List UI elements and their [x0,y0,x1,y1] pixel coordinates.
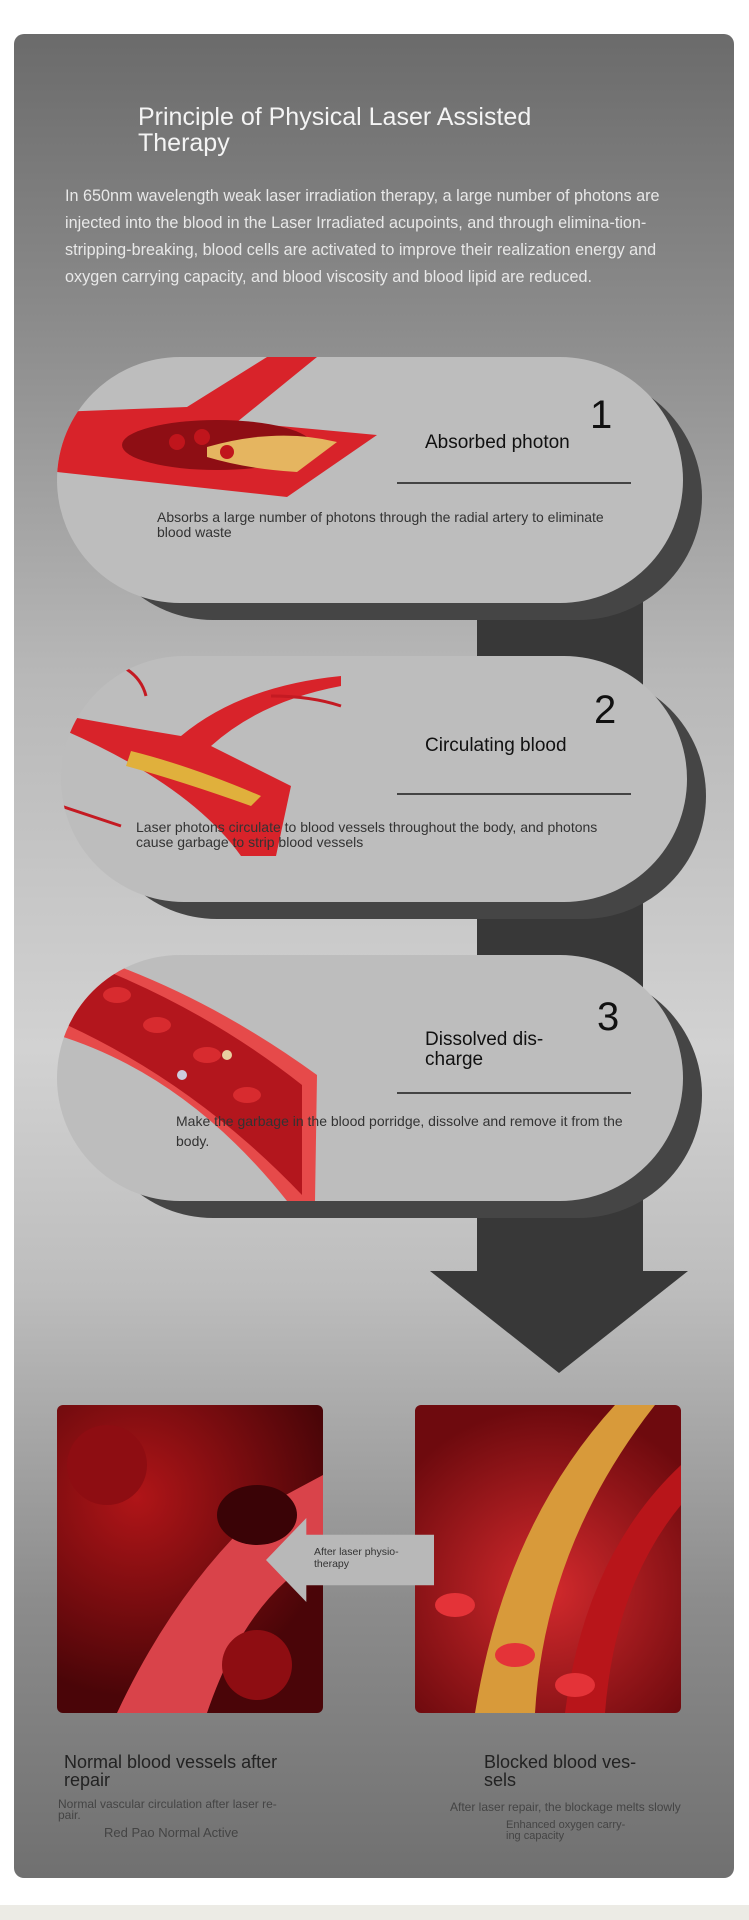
vessel-illustration-2 [61,664,342,856]
vessel-illustration-1 [57,357,377,497]
divider [397,1092,631,1094]
step-number: 2 [594,688,617,732]
step-number: 3 [597,995,620,1039]
arrow-label: After laser physio-therapy [314,1546,399,1570]
step-title: Dissolved dis-charge [425,1029,544,1070]
bottom-strip [0,1905,749,1920]
divider [397,482,631,484]
left-desc: Normal vascular circulation after laser … [58,1797,277,1822]
step-3-card: 3 Dissolved dis-charge Make the garbage … [57,955,683,1201]
step-number: 1 [590,393,613,437]
right-title: Blocked blood ves-sels [484,1752,637,1790]
left-title: Normal blood vessels after repair [64,1752,278,1790]
page-title: Principle of Physical Laser Assisted The… [138,103,532,157]
intro-text: In 650nm wavelength weak laser irradiati… [65,187,660,286]
right-sub: Enhanced oxygen carry-ing capacity [506,1819,626,1842]
step-title: Circulating blood [425,735,567,756]
divider [397,793,631,795]
step-2-card: 2 Circulating blood Laser photons circul… [61,656,687,902]
vessel-illustration-3 [57,955,317,1201]
right-desc: After laser repair, the blockage melts s… [450,1800,681,1814]
step-desc: Make the garbage in the blood porridge, … [176,1113,623,1149]
step-desc: Absorbs a large number of photons throug… [157,509,604,540]
step-desc: Laser photons circulate to blood vessels… [136,819,598,850]
left-sub: Red Pao Normal Active [104,1825,239,1840]
step-1-card: 1 Absorbed photon Absorbs a large number… [57,357,683,603]
step-title: Absorbed photon [425,432,570,453]
blocked-vessel-image [415,1405,681,1713]
